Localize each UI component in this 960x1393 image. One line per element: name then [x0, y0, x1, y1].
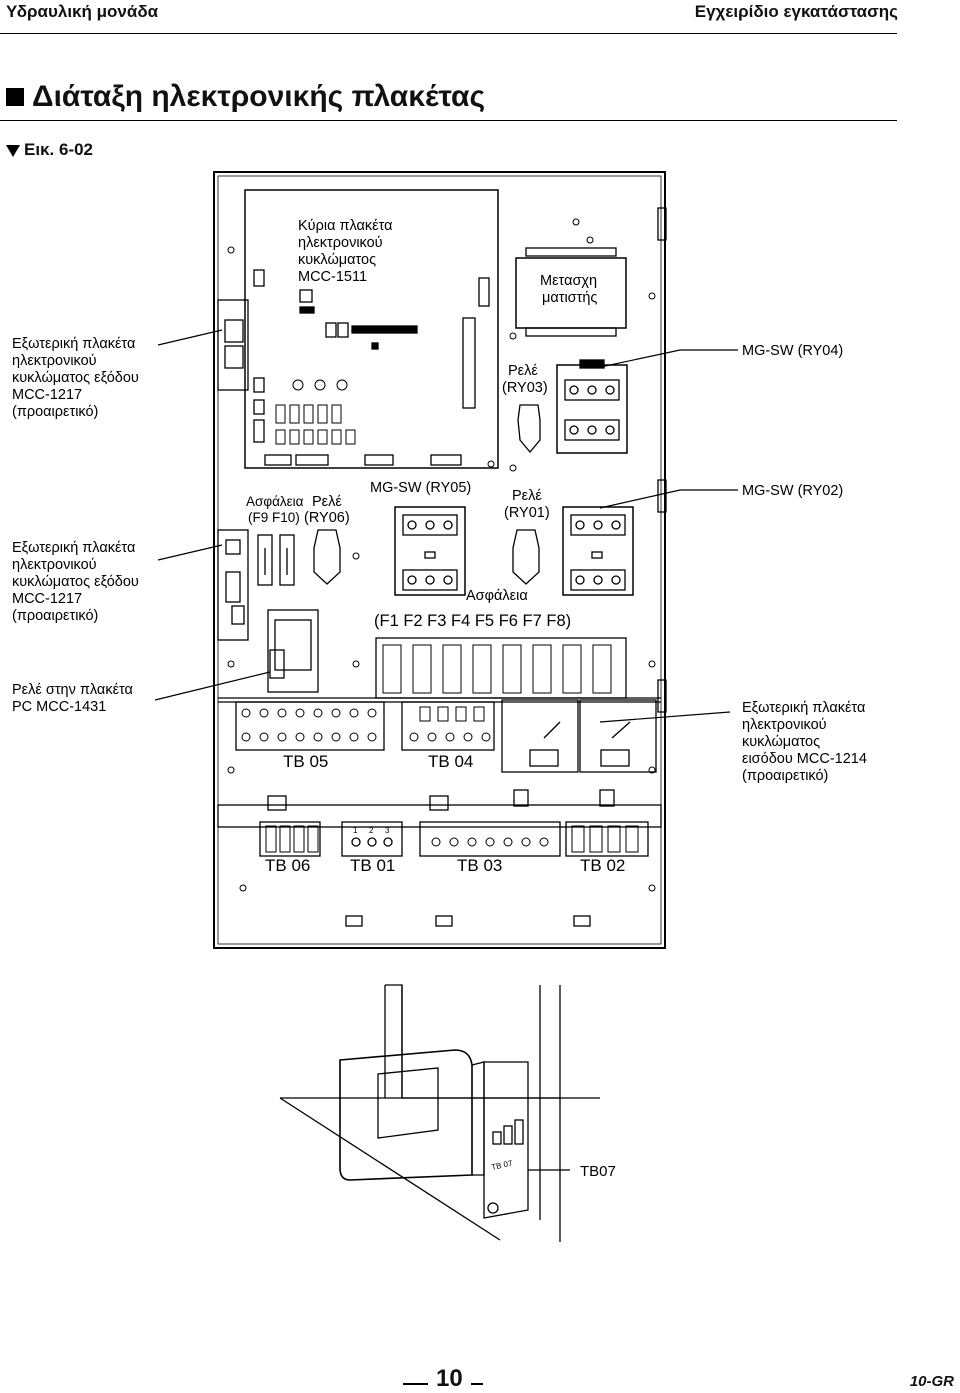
contactor-ry05 [394, 506, 466, 596]
tb01-terminal-3: 3 [385, 826, 390, 835]
relay-ry06 [313, 529, 341, 585]
main-pcb-board [244, 189, 499, 469]
relay-ry06-label-1: Ρελέ [312, 494, 342, 510]
transformer-label-1: Μετασχη [540, 273, 597, 289]
header-rule [0, 33, 897, 34]
fuse-list-label: (F1 F2 F3 F4 F5 F6 F7 F8) [374, 612, 571, 630]
ext-out-2-label-4: MCC-1217 [12, 591, 82, 607]
ext-in-label-5: (προαιρετικό) [742, 768, 828, 784]
mounting-holes [227, 218, 656, 892]
section-title: Διάταξη ηλεκτρονικής πλακέτας [32, 80, 486, 113]
section-heading: Διάταξη ηλεκτρονικής πλακέτας [6, 80, 485, 114]
ext-in-label-3: κυκλώματος [742, 734, 820, 750]
tb03-clip [513, 789, 529, 807]
terminal-block-tb03 [419, 821, 561, 857]
ext-output-board-2 [217, 529, 249, 641]
tb01-label: TB 01 [350, 856, 395, 875]
ext-out-1-label-5: (προαιρετικό) [12, 404, 98, 420]
ext-in-label-1: Εξωτερική πλακέτα [742, 700, 865, 716]
fuse-label: Ασφάλεια [466, 588, 528, 604]
header-left-title: Υδραυλική μονάδα [6, 2, 159, 21]
mgsw-ry05-label: MG-SW (RY05) [370, 480, 471, 496]
figure-label-text: Εικ. 6-02 [24, 140, 94, 159]
tb07-unit-illustration [279, 984, 600, 1242]
pc-relay-label-1: Ρελέ στην πλακέτα [12, 682, 133, 698]
fuse-f9-f10 [257, 534, 295, 586]
mgsw-ry04-label: MG-SW (RY04) [742, 343, 843, 359]
ext-out-1-label-4: MCC-1217 [12, 387, 82, 403]
tb04-label: TB 04 [428, 752, 473, 771]
main-pcb-label-3: κυκλώματος [298, 252, 376, 268]
ext-out-2-label-1: Εξωτερική πλακέτα [12, 540, 135, 556]
ext-in-label-4: εισόδου MCC-1214 [742, 751, 867, 767]
tb01-terminal-2: 2 [369, 826, 374, 835]
header-right-title: Εγχειρίδιο εγκατάστασης [694, 2, 898, 21]
ext-out-2-label-5: (προαιρετικό) [12, 608, 98, 624]
triangle-down-icon [6, 144, 20, 157]
fuse-f9f10-label-1: Ασφάλεια [246, 494, 304, 509]
section-rule [0, 120, 897, 121]
figure-label: Εικ. 6-02 [6, 140, 93, 160]
relay-ry03-label-1: Ρελέ [508, 363, 538, 379]
terminal-block-tb02 [565, 821, 649, 857]
page-code: 10-GR [909, 1373, 954, 1390]
tb05-label: TB 05 [283, 752, 328, 771]
relay-ry01-label-1: Ρελέ [512, 488, 542, 504]
tb01-terminal-1: 1 [353, 826, 358, 835]
ext-out-2-label-2: ηλεκτρονικού [12, 557, 97, 573]
ext-out-1-label-2: ηλεκτρονικού [12, 353, 97, 369]
tb07-label: TB07 [580, 1163, 616, 1180]
page-number: 10 [428, 1365, 471, 1393]
ext-out-1-label-3: κυκλώματος εξόδου [12, 370, 139, 386]
ext-out-1-label-1: Εξωτερική πλακέτα [12, 336, 135, 352]
main-pcb-label-1: Κύρια πλακέτα [298, 218, 393, 234]
pc-relay-board [267, 609, 319, 693]
relay-ry01 [512, 529, 540, 585]
fuse-row [375, 637, 627, 699]
contactor-ry04 [556, 359, 628, 454]
leader-lines [154, 329, 738, 1171]
relay-ry06-label-2: (RY06) [304, 510, 350, 526]
ext-out-2-label-3: κυκλώματος εξόδου [12, 574, 139, 590]
tb06-label: TB 06 [265, 856, 310, 875]
terminal-block-tb01 [341, 821, 403, 857]
ext-input-board [501, 699, 657, 773]
enclosure-outline [213, 171, 666, 949]
mgsw-ry02-label: MG-SW (RY02) [742, 483, 843, 499]
tb07-small-label: TB 07 [491, 1159, 514, 1172]
transformer-label-2: ματιστής [542, 290, 597, 306]
main-pcb-label-4: MCC-1511 [298, 269, 367, 285]
ext-in-label-2: ηλεκτρονικού [742, 717, 827, 733]
tb03-label: TB 03 [457, 856, 502, 875]
terminal-block-tb06 [259, 821, 321, 857]
pc-relay-label-2: PC MCC-1431 [12, 699, 106, 715]
ext-output-board-1 [217, 299, 249, 391]
main-pcb-label-2: ηλεκτρονικού [298, 235, 383, 251]
relay-ry03-label-2: (RY03) [502, 380, 548, 396]
contactor-ry02 [562, 506, 634, 596]
square-bullet-icon [6, 88, 24, 106]
terminal-block-tb04 [401, 701, 495, 751]
relay-ry01-label-2: (RY01) [504, 505, 550, 521]
terminal-block-tb05 [235, 701, 385, 751]
tb02-label: TB 02 [580, 856, 625, 875]
relay-ry03 [517, 404, 541, 454]
fuse-f9f10-label-2: (F9 F10) [248, 510, 300, 525]
